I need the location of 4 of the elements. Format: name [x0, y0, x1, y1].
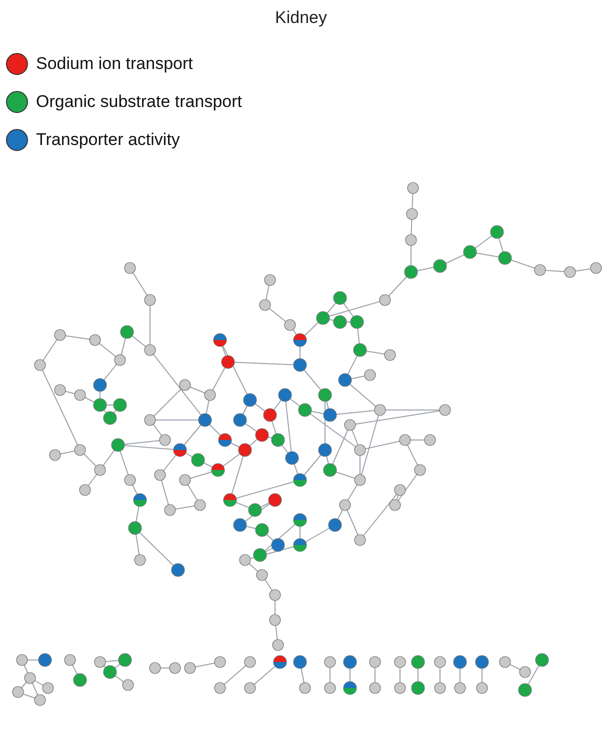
legend-label: Sodium ion transport	[36, 53, 193, 75]
diagram-title: Kidney	[274, 8, 328, 28]
legend-label: Transporter activity	[36, 129, 180, 151]
legend-label: Organic substrate transport	[36, 91, 242, 113]
